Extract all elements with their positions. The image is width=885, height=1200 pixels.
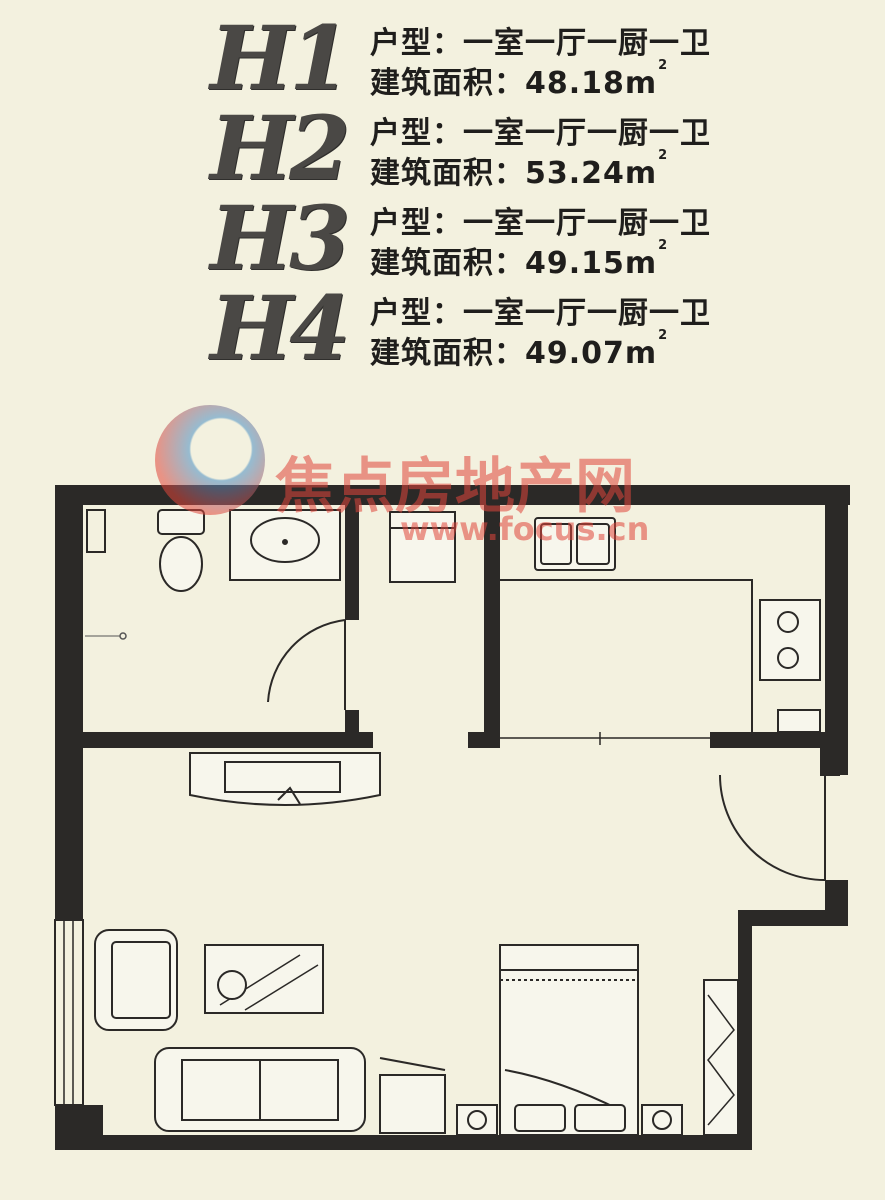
kitchen-shelf-icon — [777, 709, 821, 733]
toilet-icon — [157, 509, 205, 592]
cabinet-icon — [379, 1057, 446, 1134]
unit-h3: H3 户型：一室一厅一厨一卫 建筑面积：49.15m2 — [210, 192, 870, 284]
unit-area: 建筑面积：48.18m2 — [370, 58, 669, 101]
unit-h1: H1 户型：一室一厅一厨一卫 建筑面积：48.18m2 — [210, 12, 870, 104]
unit-area: 建筑面积：53.24m2 — [370, 148, 669, 191]
unit-code: H3 — [210, 186, 350, 290]
armchair-icon — [94, 929, 178, 1031]
watermark: 焦点房地产网 www.focus.cn — [150, 400, 770, 560]
unit-h2: H2 户型：一室一厅一厨一卫 建筑面积：53.24m2 — [210, 102, 870, 194]
sofa-icon — [154, 1047, 366, 1132]
watermark-name: 焦点房地产网 — [275, 452, 635, 522]
tv-cabinet-icon — [189, 752, 381, 806]
watermark-logo-icon — [155, 405, 265, 515]
washing-machine-icon — [389, 511, 456, 583]
door-swing-icon — [719, 774, 826, 881]
unit-area: 建筑面积：49.07m2 — [370, 328, 669, 371]
unit-list: H1 户型：一室一厅一厨一卫 建筑面积：48.18m2 H2 户型：一室一厅一厨… — [0, 0, 885, 400]
stove-icon — [759, 599, 821, 681]
unit-h4: H4 户型：一室一厅一厨一卫 建筑面积：49.07m2 — [210, 282, 870, 374]
nightstand-icon — [456, 1104, 498, 1136]
unit-code: H4 — [210, 276, 350, 380]
door-swing-icon — [267, 619, 346, 710]
bed-icon — [499, 944, 639, 1136]
watermark-url: www.focus.cn — [400, 510, 650, 548]
washbasin-icon — [229, 509, 341, 581]
unit-type: 户型：一室一厅一厨一卫 — [370, 116, 711, 151]
floor-drain-icon — [85, 632, 127, 640]
unit-type: 户型：一室一厅一厨一卫 — [370, 26, 711, 61]
wardrobe-icon — [703, 979, 739, 1136]
unit-type: 户型：一室一厅一厨一卫 — [370, 206, 711, 241]
unit-code: H1 — [210, 6, 350, 110]
nightstand-icon — [641, 1104, 683, 1136]
unit-code: H2 — [210, 96, 350, 200]
unit-area: 建筑面积：49.15m2 — [370, 238, 669, 281]
walls — [55, 485, 850, 1150]
kitchen-counter — [500, 579, 753, 745]
shelf-icon — [86, 509, 106, 553]
window-icon — [54, 919, 84, 1106]
coffee-table-icon — [204, 944, 324, 1014]
sink-icon — [534, 517, 616, 571]
floor-plan — [54, 485, 850, 1150]
unit-type: 户型：一室一厅一厨一卫 — [370, 296, 711, 331]
